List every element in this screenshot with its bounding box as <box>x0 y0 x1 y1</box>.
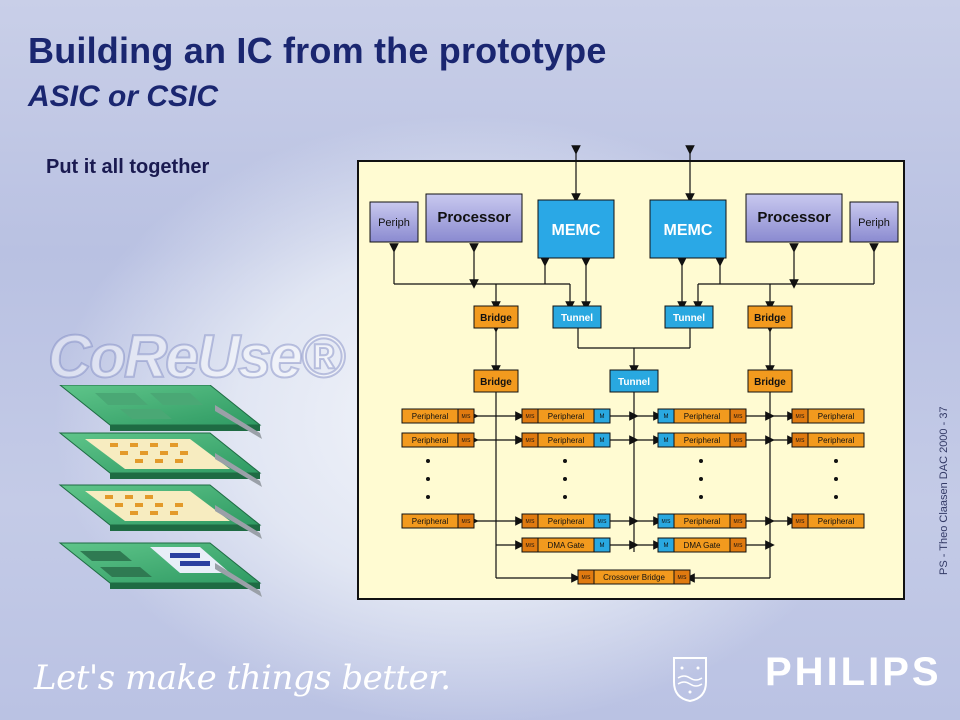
svg-text:Bridge: Bridge <box>754 377 786 388</box>
svg-text:Peripheral: Peripheral <box>818 436 855 445</box>
coreuse-watermark-logo: CoReUse® <box>47 322 346 391</box>
periph-left: Periph <box>369 201 419 243</box>
svg-text:Bridge: Bridge <box>480 313 512 324</box>
svg-text:M/S: M/S <box>526 519 536 525</box>
svg-text:Periph: Periph <box>378 217 410 229</box>
tunnel-mid: Tunnel <box>609 369 659 393</box>
chip-layer-2 <box>58 432 262 487</box>
svg-text:Peripheral: Peripheral <box>548 436 585 445</box>
svg-text:M/S: M/S <box>462 519 472 525</box>
svg-text:Peripheral: Peripheral <box>548 412 585 421</box>
svg-text:M: M <box>664 414 669 420</box>
svg-text:M/S: M/S <box>796 414 806 420</box>
peripheral-d2: M/S Peripheral <box>791 432 865 448</box>
processor-left: Processor <box>425 193 523 243</box>
tunnel-top-right: Tunnel <box>664 305 714 329</box>
svg-text:Peripheral: Peripheral <box>548 517 585 526</box>
ellipsis-dots <box>426 459 838 499</box>
svg-text:M/S: M/S <box>734 519 744 525</box>
svg-text:DMA Gate: DMA Gate <box>684 541 721 550</box>
philips-shield-icon <box>673 657 707 702</box>
svg-text:M/S: M/S <box>526 543 536 549</box>
peripheral-c3: M/S Peripheral M/S <box>657 513 747 529</box>
peripheral-d1: M/S Peripheral <box>791 408 865 424</box>
peripheral-a3: Peripheral M/S <box>401 513 475 529</box>
svg-text:M/S: M/S <box>734 438 744 444</box>
svg-text:DMA Gate: DMA Gate <box>548 541 585 550</box>
svg-text:Peripheral: Peripheral <box>818 517 855 526</box>
svg-text:Tunnel: Tunnel <box>561 313 593 324</box>
bridge-top-right: Bridge <box>747 305 793 329</box>
slogan: Let's make things better. <box>34 658 451 698</box>
processor-right: Processor <box>745 193 843 243</box>
svg-text:Tunnel: Tunnel <box>673 313 705 324</box>
svg-text:Peripheral: Peripheral <box>684 412 721 421</box>
peripheral-d3: M/S Peripheral <box>791 513 865 529</box>
svg-text:M/S: M/S <box>734 414 744 420</box>
chip-layer-4 <box>58 542 262 597</box>
svg-text:M/S: M/S <box>462 414 472 420</box>
page-subtitle: ASIC or CSIC <box>28 80 219 113</box>
chip-layer-1 <box>59 385 262 439</box>
svg-text:M/S: M/S <box>526 414 536 420</box>
svg-text:M: M <box>600 414 605 420</box>
svg-text:Processor: Processor <box>437 209 511 226</box>
crossover-bridge: M/S Crossover Bridge M/S <box>577 569 691 585</box>
dma-gate-left: M/S DMA Gate M <box>521 537 611 553</box>
svg-text:M: M <box>664 438 669 444</box>
svg-text:M/S: M/S <box>598 519 608 525</box>
svg-text:Tunnel: Tunnel <box>618 377 650 388</box>
svg-text:Peripheral: Peripheral <box>684 517 721 526</box>
memc-left: MEMC <box>537 199 615 259</box>
svg-text:M: M <box>664 543 669 549</box>
peripheral-b3: M/S Peripheral M/S <box>521 513 611 529</box>
dma-gate-right: M DMA Gate M/S <box>657 537 747 553</box>
svg-text:Peripheral: Peripheral <box>818 412 855 421</box>
svg-text:M/S: M/S <box>796 519 806 525</box>
svg-text:M: M <box>600 543 605 549</box>
svg-text:Peripheral: Peripheral <box>684 436 721 445</box>
svg-text:M/S: M/S <box>582 575 592 581</box>
svg-text:M/S: M/S <box>462 438 472 444</box>
chip-layers-illustration <box>58 385 262 597</box>
bridge-top-left: Bridge <box>473 305 519 329</box>
philips-logo: PHILIPS <box>765 650 942 694</box>
bridge-mid-right: Bridge <box>747 369 793 393</box>
chip-layer-3 <box>58 484 262 539</box>
svg-text:Peripheral: Peripheral <box>412 412 449 421</box>
svg-text:M/S: M/S <box>734 543 744 549</box>
svg-text:M/S: M/S <box>796 438 806 444</box>
memc-right: MEMC <box>649 199 727 259</box>
periph-right: Periph <box>849 201 899 243</box>
tunnel-top-left: Tunnel <box>552 305 602 329</box>
svg-text:Bridge: Bridge <box>480 377 512 388</box>
peripheral-b2: M/S Peripheral M <box>521 432 611 448</box>
bullet-text: Put it all together <box>46 156 210 178</box>
peripheral-a1: Peripheral M/S <box>401 408 475 424</box>
peripheral-c2: M Peripheral M/S <box>657 432 747 448</box>
bridge-mid-left: Bridge <box>473 369 519 393</box>
peripheral-a2: Peripheral M/S <box>401 432 475 448</box>
peripheral-c1: M Peripheral M/S <box>657 408 747 424</box>
svg-text:Periph: Periph <box>858 217 890 229</box>
svg-text:M/S: M/S <box>526 438 536 444</box>
svg-text:MEMC: MEMC <box>552 222 601 239</box>
svg-text:Processor: Processor <box>757 209 831 226</box>
svg-text:Peripheral: Peripheral <box>412 517 449 526</box>
svg-text:Peripheral: Peripheral <box>412 436 449 445</box>
svg-text:M/S: M/S <box>662 519 672 525</box>
svg-text:Bridge: Bridge <box>754 313 786 324</box>
svg-text:M: M <box>600 438 605 444</box>
peripheral-b1: M/S Peripheral M <box>521 408 611 424</box>
slide-footer-side-text: PS - Theo Claasen DAC 2000 - 37 <box>938 406 950 575</box>
svg-text:Crossover Bridge: Crossover Bridge <box>603 573 665 582</box>
svg-text:M/S: M/S <box>678 575 688 581</box>
svg-text:MEMC: MEMC <box>664 222 713 239</box>
page-title: Building an IC from the prototype <box>28 30 607 71</box>
